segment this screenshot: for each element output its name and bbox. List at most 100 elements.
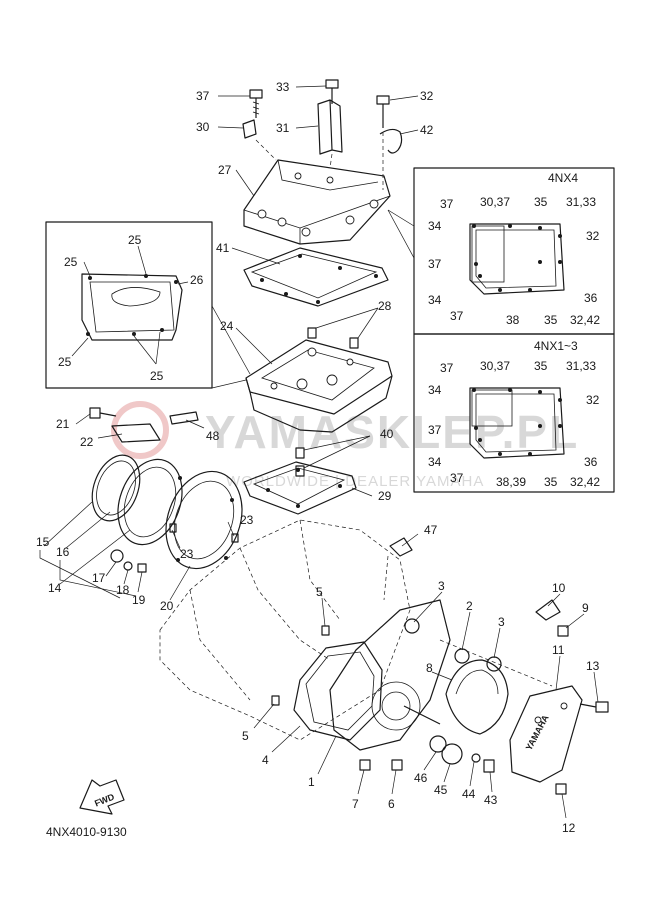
- label-2: 2: [466, 599, 473, 613]
- label-18: 18: [116, 583, 130, 597]
- inset-4nx13-l11: 32,42: [570, 475, 600, 489]
- fwd-arrow: FWD: [79, 779, 125, 815]
- label-3b: 3: [498, 615, 505, 629]
- clutch-cover-20: [165, 470, 243, 570]
- gasket-29: [243, 447, 357, 515]
- inset-4nx13-l0: 37: [440, 361, 454, 375]
- inset-left-label-0: 25: [128, 233, 142, 247]
- left-inset: [45, 221, 251, 389]
- label-4: 4: [262, 753, 269, 767]
- diagram-code: 4NX4010-9130: [46, 825, 127, 839]
- label-3a: 3: [438, 579, 445, 593]
- cover-8: [445, 659, 509, 735]
- label-13: 13: [586, 659, 600, 673]
- label-22: 22: [80, 435, 94, 449]
- label-15: 15: [36, 535, 50, 549]
- plug-cover-11: YAMAHA: [509, 685, 583, 783]
- label-20: 20: [160, 599, 174, 613]
- inset-4nx4-title: 4NX4: [548, 171, 578, 185]
- inset-4nx1-3: [413, 333, 615, 493]
- inset-4nx13-l4: 34: [428, 383, 442, 397]
- inset-4nx4-l2: 35: [534, 195, 548, 209]
- inset-4nx4-l0: 37: [440, 197, 454, 211]
- label-29: 29: [378, 489, 392, 503]
- watermark-text: YAMASKLEP.PL: [205, 406, 579, 458]
- label-11: 11: [552, 643, 565, 657]
- label-16: 16: [56, 545, 70, 559]
- inset-4nx13-l1: 30,37: [480, 359, 510, 373]
- label-37: 37: [196, 89, 210, 103]
- label-23a: 23: [240, 513, 254, 527]
- watermark-subtext: WORLDWIDE | DEALER YAMAHA: [226, 473, 484, 490]
- inset-4nx4-l9: 38: [506, 313, 520, 327]
- label-8: 8: [426, 661, 433, 675]
- inset-4nx4-l10: 35: [544, 313, 558, 327]
- label-48: 48: [206, 429, 220, 443]
- label-27: 27: [218, 163, 232, 177]
- inset-4nx4-l11: 32,42: [570, 313, 600, 327]
- cover-gaskets: [91, 454, 183, 546]
- label-46: 46: [414, 771, 428, 785]
- inset-4nx4-labels: 4NX4 37 30,37 35 31,33 34 32 37 34 36 38…: [428, 171, 600, 327]
- inset-4nx1-3-title: 4NX1~3: [534, 339, 578, 353]
- leader-brackets: [39, 550, 137, 599]
- label-9: 9: [582, 601, 589, 615]
- label-24: 24: [220, 319, 234, 333]
- label-28: 28: [378, 299, 392, 313]
- label-5b: 5: [242, 729, 249, 743]
- inset-4nx13-l7: 34: [428, 455, 442, 469]
- inset-4nx4-l12: 37: [450, 309, 464, 323]
- watermark: YAMASKLEP.PL WORLDWIDE | DEALER YAMAHA: [111, 401, 579, 490]
- part-labels: 37 30 33 31 32 42 27 41 24 28 40 29 21 2…: [36, 80, 600, 835]
- label-30: 30: [196, 120, 210, 134]
- label-17: 17: [92, 571, 106, 585]
- inset-4nx4-l8: 36: [584, 291, 598, 305]
- crankcase-outline: [159, 519, 411, 741]
- oil-pan-24: [245, 327, 393, 433]
- inset-left-label-1: 25: [64, 255, 78, 269]
- inset-4nx13-l3: 31,33: [566, 359, 596, 373]
- generator-cover-4: [293, 641, 383, 741]
- label-21: 21: [56, 417, 70, 431]
- inset-4nx4-l1: 30,37: [480, 195, 510, 209]
- label-6: 6: [388, 797, 395, 811]
- left-inset-labels: 25 25 26 25 25: [58, 233, 204, 383]
- leader-lines: [43, 85, 599, 819]
- inset-4nx13-l5: 32: [586, 393, 600, 407]
- label-43: 43: [484, 793, 498, 807]
- inset-4nx13-l9: 38,39: [496, 475, 526, 489]
- inset-4nx13-l8: 36: [584, 455, 598, 469]
- label-33: 33: [276, 80, 290, 94]
- label-5a: 5: [316, 585, 323, 599]
- inset-4nx4-l5: 32: [586, 229, 600, 243]
- label-1: 1: [308, 775, 315, 789]
- inset-4nx4-l4: 34: [428, 219, 442, 233]
- label-10: 10: [552, 581, 566, 595]
- label-23b: 23: [180, 547, 194, 561]
- label-42: 42: [420, 123, 434, 137]
- label-14: 14: [48, 581, 62, 595]
- label-45: 45: [434, 783, 448, 797]
- gasket-41: [243, 247, 389, 307]
- inset-4nx13-l2: 35: [534, 359, 548, 373]
- label-40: 40: [380, 427, 394, 441]
- label-47: 47: [424, 523, 438, 537]
- inset-4nx4: [387, 167, 615, 335]
- label-32: 32: [420, 89, 434, 103]
- inset-left-label-4: 25: [150, 369, 164, 383]
- inset-4nx13-l10: 35: [544, 475, 558, 489]
- inset-left-label-2: 26: [190, 273, 204, 287]
- crankcase-cover-1: [329, 599, 451, 751]
- label-7: 7: [352, 797, 359, 811]
- label-31: 31: [276, 121, 290, 135]
- upper-cover-27: [243, 159, 391, 245]
- inset-4nx4-l7: 34: [428, 293, 442, 307]
- inset-left-label-3: 25: [58, 355, 72, 369]
- label-19: 19: [132, 593, 146, 607]
- label-44: 44: [462, 787, 476, 801]
- inset-4nx13-l12: 37: [450, 471, 464, 485]
- label-41: 41: [216, 241, 230, 255]
- label-12: 12: [562, 821, 576, 835]
- inset-4nx13-l6: 37: [428, 423, 442, 437]
